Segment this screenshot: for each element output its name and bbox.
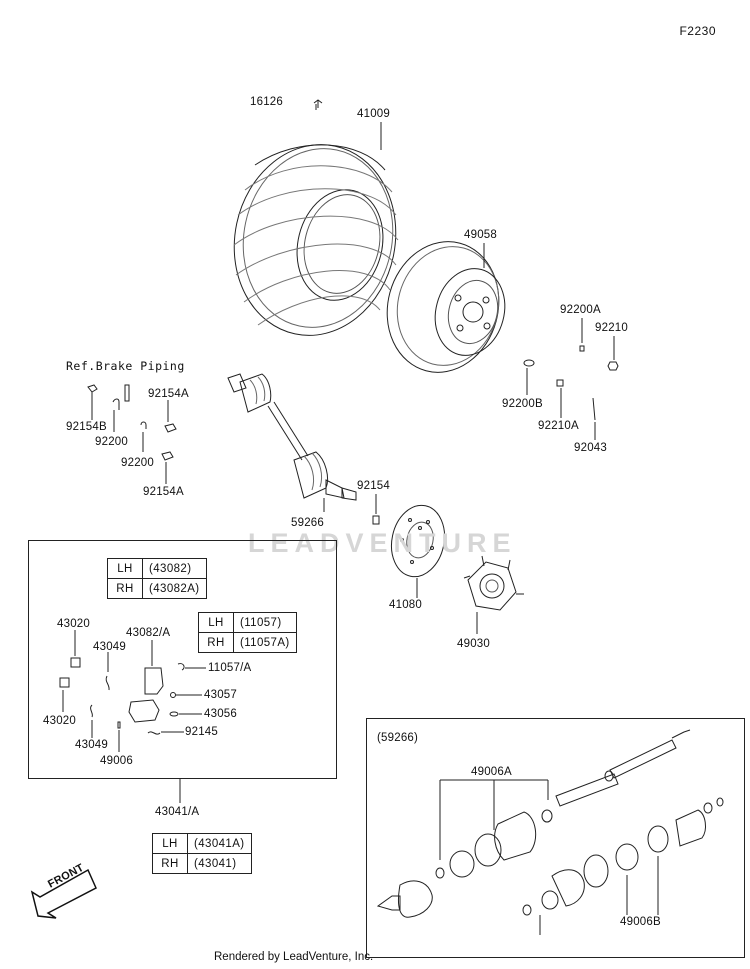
callout-49006b[interactable]: 49006B (620, 916, 661, 928)
callout-49058[interactable]: 49058 (464, 229, 497, 241)
footer-credit: Rendered by LeadVenture, Inc. (214, 951, 374, 963)
hub-49030-drawing[interactable] (463, 555, 524, 611)
pad-43020-top-drawing[interactable] (70, 657, 81, 668)
table-cell-part[interactable]: (11057A) (233, 632, 297, 653)
callout-92200b[interactable]: 92200B (502, 398, 543, 410)
caliper-body-drawing[interactable] (128, 699, 160, 723)
washer-92200a-drawing[interactable] (579, 345, 585, 352)
callout-41009[interactable]: 41009 (357, 108, 390, 120)
callout-43082a[interactable]: 43082/A (126, 627, 171, 639)
nut-92154-drawing[interactable] (372, 515, 380, 525)
shaft-exploded-drawing[interactable] (376, 729, 724, 918)
callout-92154b[interactable]: 92154B (66, 421, 107, 433)
watermark-text: LEADVENTURE (248, 528, 517, 558)
callout-49006[interactable]: 49006 (100, 755, 133, 767)
callout-49006a[interactable]: 49006A (471, 766, 512, 778)
tire-41009-drawing[interactable] (217, 129, 413, 350)
table-cell-side: LH (152, 833, 188, 854)
table-cell-side: LH (107, 558, 143, 579)
spring-11057-drawing[interactable] (177, 663, 185, 671)
callout-11057a[interactable]: 11057/A (208, 662, 252, 674)
callout-92154a-upper[interactable]: 92154A (148, 388, 189, 400)
table-cell-side: LH (198, 612, 234, 633)
drive-shaft-detail-frame (366, 718, 745, 958)
ref-brake-piping-note: Ref.Brake Piping (66, 359, 185, 373)
clamp-92154b-drawing[interactable] (87, 384, 98, 393)
callout-43056[interactable]: 43056 (204, 708, 237, 720)
callout-92154a-lower[interactable]: 92154A (143, 486, 184, 498)
clamp-92154a-top-drawing[interactable] (164, 423, 177, 433)
spring-92145-drawing[interactable] (147, 731, 161, 735)
washer-92200b-drawing[interactable] (523, 359, 535, 367)
front-arrow-icon (30, 868, 97, 919)
bleeder-49006-drawing[interactable] (117, 721, 121, 729)
table-cell-side: RH (152, 853, 188, 874)
callout-59266[interactable]: 59266 (291, 517, 324, 529)
table-43041: LH (43041A) RH (43041) (152, 833, 252, 874)
callout-43049-lower[interactable]: 43049 (75, 739, 108, 751)
callout-92200-upper[interactable]: 92200 (95, 436, 128, 448)
callout-92154[interactable]: 92154 (357, 480, 390, 492)
callout-43020-lower[interactable]: 43020 (43, 715, 76, 727)
table-row: LH (43041A) (152, 833, 252, 854)
table-row: RH (43041) (152, 853, 252, 874)
table-row: RH (43082A) (107, 578, 207, 599)
caliper-group-frame (28, 540, 337, 779)
callout-43057[interactable]: 43057 (204, 689, 237, 701)
bolt-92200-drawing[interactable] (124, 384, 130, 402)
table-cell-part[interactable]: (43082A) (142, 578, 207, 599)
wheel-rim-49058-drawing[interactable] (373, 229, 514, 385)
nut-92210-drawing[interactable] (607, 361, 619, 371)
callout-43049-upper[interactable]: 43049 (93, 641, 126, 653)
table-cell-side: RH (198, 632, 234, 653)
table-cell-part[interactable]: (11057) (233, 612, 297, 633)
seal-43056-drawing[interactable] (169, 711, 179, 717)
callout-92043[interactable]: 92043 (574, 442, 607, 454)
caliper-bracket-43082-drawing[interactable] (144, 667, 164, 695)
callout-43041a[interactable]: 43041/A (155, 806, 200, 818)
callout-59266-box-title: (59266) (377, 732, 419, 744)
table-cell-part[interactable]: (43082) (142, 558, 207, 579)
table-cell-part[interactable]: (43041A) (187, 833, 252, 854)
callout-43020-upper[interactable]: 43020 (57, 618, 90, 630)
pin-43049-bot-drawing[interactable] (90, 704, 93, 718)
callout-92200-lower[interactable]: 92200 (121, 457, 154, 469)
cotter-pin-92043-drawing[interactable] (592, 397, 596, 421)
table-cell-side: RH (107, 578, 143, 599)
seal-43057-drawing[interactable] (170, 692, 176, 698)
callout-49030[interactable]: 49030 (457, 638, 490, 650)
diagram-code: F2230 (679, 24, 716, 38)
table-row: LH (11057) (198, 612, 297, 633)
brake-disc-41080-drawing[interactable] (385, 500, 451, 581)
callout-92210[interactable]: 92210 (595, 322, 628, 334)
nut-92210a-drawing[interactable] (556, 379, 564, 387)
callout-92210a[interactable]: 92210A (538, 420, 579, 432)
pad-43020-bot-drawing[interactable] (59, 677, 70, 688)
pin-43049-top-drawing[interactable] (105, 675, 110, 691)
clamp-92154a-bot-drawing[interactable] (161, 451, 174, 461)
drive-shaft-59266-drawing[interactable] (227, 373, 357, 501)
callout-41080[interactable]: 41080 (389, 599, 422, 611)
table-row: LH (43082) (107, 558, 207, 579)
table-row: RH (11057A) (198, 632, 297, 653)
callout-92200a[interactable]: 92200A (560, 304, 601, 316)
table-11057: LH (11057) RH (11057A) (198, 612, 297, 653)
callout-92145[interactable]: 92145 (185, 726, 218, 738)
table-cell-part[interactable]: (43041) (187, 853, 252, 874)
table-43082: LH (43082) RH (43082A) (107, 558, 207, 599)
callout-16126[interactable]: 16126 (250, 96, 283, 108)
